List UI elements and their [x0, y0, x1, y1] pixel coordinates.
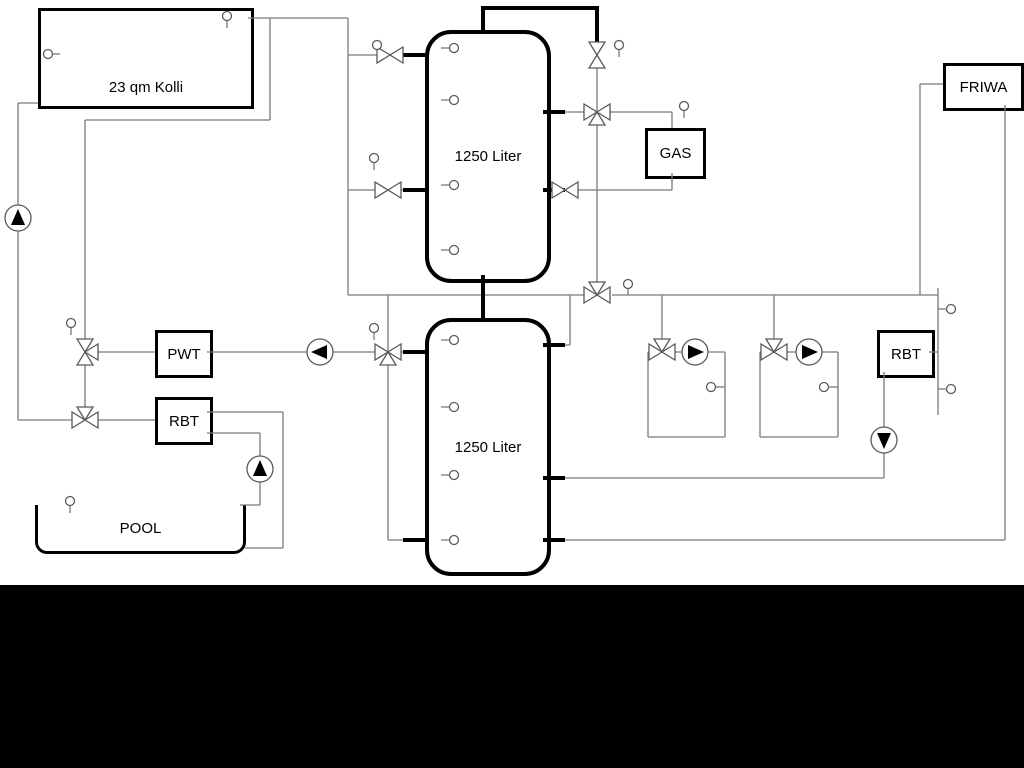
buffer-tank-upper: 1250 Liter	[425, 30, 551, 283]
sensor-icon	[441, 244, 460, 256]
bottom-black-bar	[0, 585, 1024, 768]
valve-icon	[376, 45, 404, 65]
three-way-valve-icon	[583, 102, 611, 126]
rbt-left-label: RBT	[169, 412, 199, 430]
pump-icon	[4, 204, 32, 232]
pump-icon	[870, 426, 898, 454]
sensor-icon	[818, 381, 838, 393]
pwt-heat-exchanger-box: PWT	[155, 330, 213, 378]
three-way-valve-icon	[374, 342, 402, 366]
sensor-icon	[441, 42, 460, 54]
pump-icon	[246, 455, 274, 483]
buffer-tank-upper-label: 1250 Liter	[454, 148, 522, 165]
three-way-valve-icon	[648, 338, 676, 362]
valve-icon	[587, 41, 607, 69]
valve-icon	[551, 180, 579, 200]
fresh-water-station-label: FRIWA	[959, 78, 1008, 96]
three-way-valve-icon	[75, 338, 99, 366]
rbt-left-heat-exchanger-box: RBT	[155, 397, 213, 445]
sensor-icon	[65, 317, 77, 335]
sensor-icon	[613, 39, 625, 57]
sensor-icon	[938, 383, 957, 395]
sensor-icon	[441, 94, 460, 106]
sensor-icon	[42, 48, 60, 60]
rbt-right-heat-exchanger-box: RBT	[877, 330, 935, 378]
sensor-icon	[371, 39, 383, 55]
sensor-icon	[64, 495, 76, 513]
solar-collector-label: 23 qm Kolli	[108, 79, 184, 96]
buffer-tank-lower-label: 1250 Liter	[454, 438, 522, 456]
buffer-tank-lower: 1250 Liter	[425, 318, 551, 576]
sensor-icon	[705, 381, 725, 393]
three-way-valve-icon	[71, 406, 99, 430]
sensor-icon	[678, 100, 690, 118]
sensor-icon	[441, 334, 460, 346]
three-way-valve-icon	[583, 281, 611, 305]
sensor-icon	[441, 179, 460, 191]
sensor-icon	[368, 322, 380, 340]
sensor-icon	[441, 401, 460, 413]
pwt-label: PWT	[167, 345, 201, 363]
valve-icon	[374, 180, 402, 200]
sensor-icon	[441, 469, 460, 481]
solar-collector-box: 23 qm Kolli	[38, 8, 254, 109]
fresh-water-station-box: FRIWA	[943, 63, 1024, 111]
three-way-valve-icon	[760, 338, 788, 362]
pump-icon	[795, 338, 823, 366]
pipe-lines	[17, 17, 1006, 549]
pool-label: POOL	[119, 519, 162, 537]
pipe-trunks	[403, 6, 599, 542]
pump-icon	[306, 338, 334, 366]
sensor-icon	[622, 278, 634, 295]
piping-layer	[4, 6, 1006, 549]
sensor-icon	[221, 10, 233, 28]
gas-boiler-label: GAS	[659, 145, 692, 162]
sensor-icon	[368, 152, 380, 170]
sensor-icon	[938, 303, 957, 315]
rbt-right-label: RBT	[891, 345, 921, 363]
sensor-icon	[441, 534, 460, 546]
pump-icon	[681, 338, 709, 366]
gas-boiler-box: GAS	[645, 128, 706, 179]
pool-basin: POOL	[35, 505, 246, 554]
